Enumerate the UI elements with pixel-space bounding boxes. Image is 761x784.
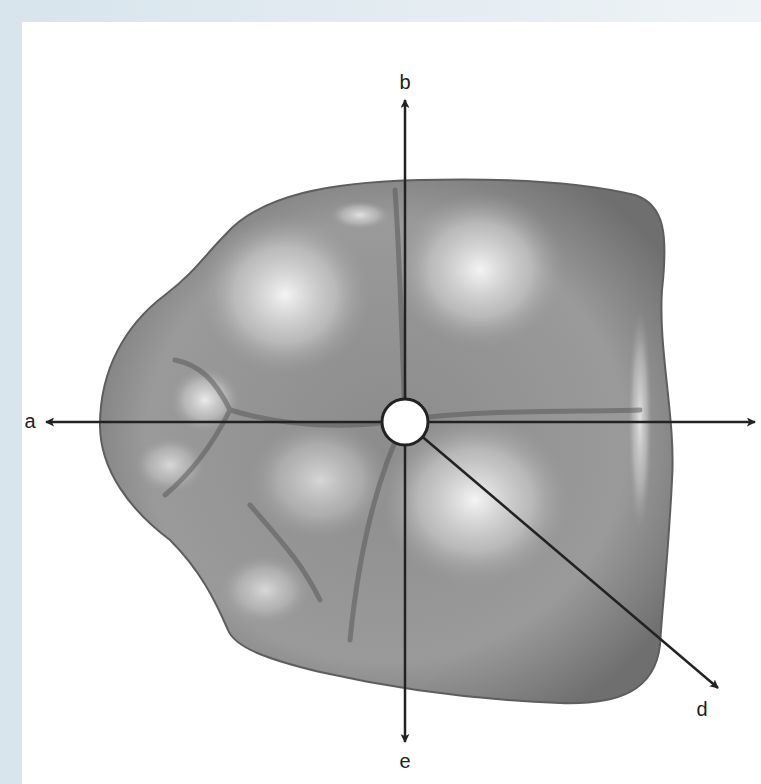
tooth-grooves bbox=[165, 190, 640, 640]
panel-ground bbox=[22, 22, 761, 784]
cusp-highlights bbox=[135, 192, 652, 625]
axis-letter: a bbox=[24, 411, 35, 431]
axis-arrows bbox=[46, 100, 755, 742]
center-point bbox=[382, 399, 428, 445]
axis-letter: d bbox=[696, 699, 707, 719]
axis-letter: e bbox=[399, 751, 410, 771]
tooth-outline bbox=[100, 180, 673, 704]
axis-letter: b bbox=[399, 72, 410, 92]
